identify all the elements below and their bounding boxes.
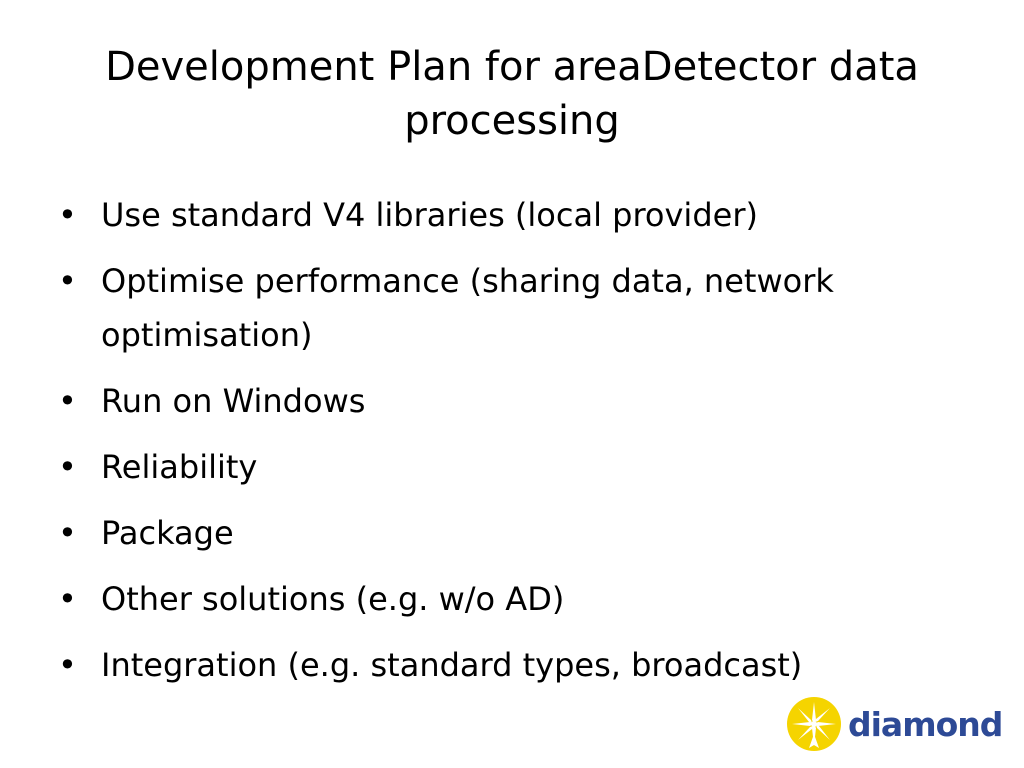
bullet-dot: • (58, 448, 77, 486)
bullet-dot: • (58, 580, 77, 618)
bullet-dot: • (58, 262, 77, 300)
bullet-item: • Run on Windows (58, 374, 978, 428)
diamond-logo: diamond (786, 694, 1003, 754)
bullet-item: • Reliability (58, 440, 978, 494)
bullet-text: Integration (e.g. standard types, broadc… (101, 646, 803, 684)
slide-title: Development Plan for areaDetector data p… (105, 44, 919, 144)
bullet-dot: • (58, 646, 77, 684)
bullet-text: Other solutions (e.g. w/o AD) (101, 580, 565, 618)
bullet-text: Run on Windows (101, 382, 366, 420)
logo-text: diamond (848, 704, 1003, 744)
bullet-text: Package (101, 514, 234, 552)
bullet-item: • Use standard V4 libraries (local provi… (58, 188, 978, 242)
bullet-item: • Integration (e.g. standard types, broa… (58, 638, 978, 692)
bullet-item: • Package (58, 506, 978, 560)
bullet-text: Reliability (101, 448, 258, 486)
bullet-item: • Optimise performance (sharing data, ne… (58, 254, 978, 362)
bullet-dot: • (58, 382, 77, 420)
bullet-item: • Other solutions (e.g. w/o AD) (58, 572, 978, 626)
bullet-text: Optimise performance (sharing data, netw… (101, 262, 834, 354)
bullet-dot: • (58, 514, 77, 552)
starburst-sun-icon (786, 696, 842, 752)
bullet-list: • Use standard V4 libraries (local provi… (58, 188, 978, 704)
bullet-text: Use standard V4 libraries (local provide… (101, 196, 758, 234)
bullet-dot: • (58, 196, 77, 234)
